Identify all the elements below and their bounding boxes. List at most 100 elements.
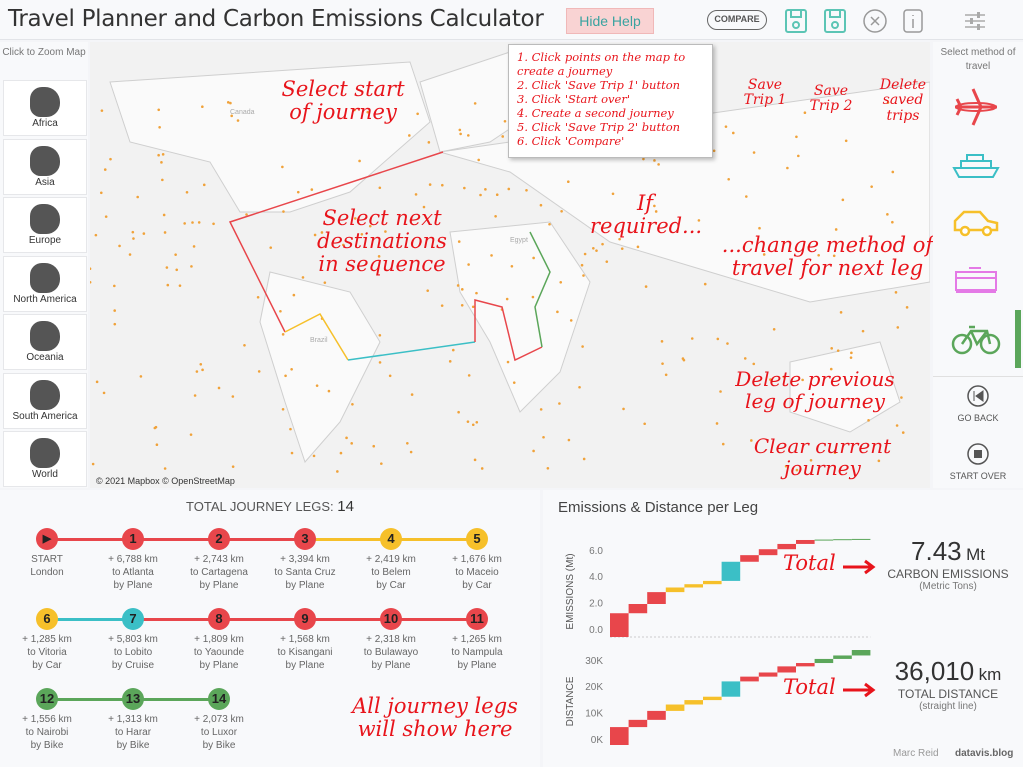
city-point[interactable] xyxy=(99,191,103,195)
city-point[interactable] xyxy=(834,228,838,231)
city-point[interactable] xyxy=(153,426,157,430)
city-point[interactable] xyxy=(653,159,656,162)
city-point[interactable] xyxy=(784,464,788,468)
city-point[interactable] xyxy=(716,337,720,341)
city-point[interactable] xyxy=(636,245,640,249)
city-point[interactable] xyxy=(301,276,305,279)
city-point[interactable] xyxy=(494,214,497,218)
city-point[interactable] xyxy=(282,210,285,213)
city-point[interactable] xyxy=(336,470,339,473)
city-point[interactable] xyxy=(201,368,204,372)
city-point[interactable] xyxy=(592,246,595,250)
city-point[interactable] xyxy=(894,291,898,294)
city-point[interactable] xyxy=(94,233,98,237)
city-point[interactable] xyxy=(900,396,903,399)
city-point[interactable] xyxy=(136,195,139,199)
city-point[interactable] xyxy=(351,402,354,406)
city-point[interactable] xyxy=(849,356,853,359)
region-world[interactable]: World xyxy=(3,431,87,487)
city-point[interactable] xyxy=(327,389,331,393)
city-point[interactable] xyxy=(231,395,235,398)
bar-distance-leg-1[interactable] xyxy=(610,727,629,745)
city-point[interactable] xyxy=(175,268,179,272)
bar-distance-leg-2[interactable] xyxy=(628,719,648,728)
city-point[interactable] xyxy=(726,342,729,345)
city-point[interactable] xyxy=(183,222,186,225)
city-point[interactable] xyxy=(341,243,345,247)
city-point[interactable] xyxy=(782,375,786,379)
city-point[interactable] xyxy=(104,215,108,218)
bar-emissions-leg-10[interactable] xyxy=(777,543,796,550)
city-point[interactable] xyxy=(284,374,287,378)
hide-help-button[interactable]: Hide Help xyxy=(566,8,654,34)
city-point[interactable] xyxy=(290,451,294,455)
bar-emissions-leg-3[interactable] xyxy=(647,592,666,604)
city-point[interactable] xyxy=(690,337,694,340)
city-point[interactable] xyxy=(161,178,164,182)
city-point[interactable] xyxy=(467,134,470,137)
bar-distance-leg-9[interactable] xyxy=(758,672,778,677)
city-point[interactable] xyxy=(174,253,177,256)
city-point[interactable] xyxy=(727,177,730,181)
city-point[interactable] xyxy=(512,381,516,384)
city-point[interactable] xyxy=(724,125,728,128)
city-point[interactable] xyxy=(457,410,460,414)
city-point[interactable] xyxy=(870,185,873,188)
save-trip-2-icon[interactable] xyxy=(822,7,848,35)
region-north-america[interactable]: North America xyxy=(3,255,87,312)
city-point[interactable] xyxy=(582,457,586,461)
bar-emissions-leg-1[interactable] xyxy=(610,613,629,637)
city-point[interactable] xyxy=(384,230,387,233)
city-point[interactable] xyxy=(310,188,314,191)
city-point[interactable] xyxy=(877,459,881,463)
city-point[interactable] xyxy=(801,378,804,382)
city-point[interactable] xyxy=(506,360,510,364)
city-point[interactable] xyxy=(109,157,112,161)
city-point[interactable] xyxy=(113,309,116,312)
city-point[interactable] xyxy=(531,295,535,299)
bar-distance-leg-3[interactable] xyxy=(647,710,666,720)
city-point[interactable] xyxy=(256,295,260,299)
bar-distance-leg-8[interactable] xyxy=(740,676,759,682)
bar-emissions-leg-7[interactable] xyxy=(721,561,741,581)
region-oceania[interactable]: Oceania xyxy=(3,314,87,370)
city-point[interactable] xyxy=(605,260,609,263)
city-point[interactable] xyxy=(290,368,293,371)
city-point[interactable] xyxy=(366,110,369,114)
bar-distance-leg-6[interactable] xyxy=(703,696,722,701)
city-point[interactable] xyxy=(217,386,221,390)
city-point[interactable] xyxy=(829,367,833,371)
city-point[interactable] xyxy=(719,390,722,393)
city-point[interactable] xyxy=(745,195,748,198)
city-point[interactable] xyxy=(165,266,169,269)
city-point[interactable] xyxy=(281,165,284,169)
city-point[interactable] xyxy=(339,451,343,455)
bar-emissions-leg-4[interactable] xyxy=(665,587,685,593)
city-point[interactable] xyxy=(758,226,761,230)
city-point[interactable] xyxy=(197,221,201,224)
city-point[interactable] xyxy=(458,128,462,132)
city-point[interactable] xyxy=(460,304,464,307)
city-point[interactable] xyxy=(480,467,484,470)
city-point[interactable] xyxy=(495,193,499,197)
city-point[interactable] xyxy=(850,351,853,355)
city-point[interactable] xyxy=(475,291,478,295)
city-point[interactable] xyxy=(743,357,747,360)
bar-distance-leg-4[interactable] xyxy=(665,704,685,711)
bar-emissions-leg-6[interactable] xyxy=(703,580,722,585)
city-point[interactable] xyxy=(428,183,432,186)
city-point[interactable] xyxy=(358,159,361,163)
city-point[interactable] xyxy=(703,282,707,286)
city-point[interactable] xyxy=(230,114,233,118)
city-point[interactable] xyxy=(128,253,132,256)
city-point[interactable] xyxy=(353,108,356,112)
city-point[interactable] xyxy=(236,119,240,122)
city-point[interactable] xyxy=(567,438,571,442)
city-point[interactable] xyxy=(350,442,354,445)
city-point[interactable] xyxy=(201,105,204,109)
city-point[interactable] xyxy=(901,431,905,434)
info-icon[interactable] xyxy=(900,7,926,35)
city-point[interactable] xyxy=(100,109,104,112)
city-point[interactable] xyxy=(292,293,296,297)
region-europe[interactable]: Europe xyxy=(3,197,87,253)
